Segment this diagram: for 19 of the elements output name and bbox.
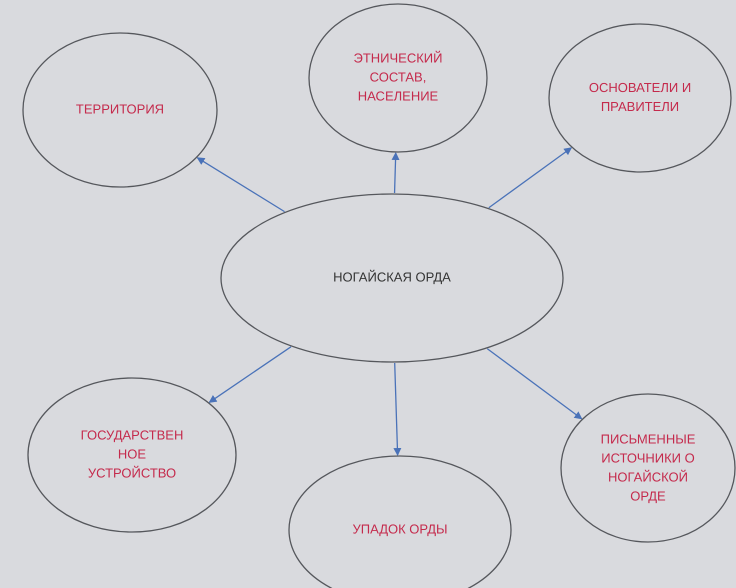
- node-label: ПИСЬМЕННЫЕ ИСТОЧНИКИ О НОГАЙСКОЙ ОРДЕ: [600, 430, 696, 506]
- node-label: ОСНОВАТЕЛИ И ПРАВИТЕЛИ: [588, 79, 692, 116]
- ellipse-node: [27, 377, 237, 533]
- ellipse-node: [560, 393, 736, 543]
- node-label: НОГАЙСКАЯ ОРДА: [332, 268, 452, 287]
- node-label: ЭТНИЧЕСКИЙ СОСТАВ, НАСЕЛЕНИЕ: [352, 50, 444, 106]
- node-label: ГОСУДАРСТВЕН НОЕ УСТРОЙСТВО: [80, 426, 184, 482]
- arrow: [488, 147, 572, 208]
- node-label: ТЕРРИТОРИЯ: [74, 100, 166, 119]
- ellipse-node: [548, 23, 732, 173]
- node-label: УПАДОК ОРДЫ: [351, 520, 449, 539]
- arrow: [486, 348, 582, 420]
- ellipse-node: [308, 3, 488, 153]
- arrow: [393, 362, 402, 456]
- ellipse-node: [22, 32, 218, 188]
- arrow: [196, 157, 285, 212]
- ellipse-node: [220, 193, 564, 363]
- arrow: [208, 346, 292, 403]
- arrow: [392, 152, 400, 194]
